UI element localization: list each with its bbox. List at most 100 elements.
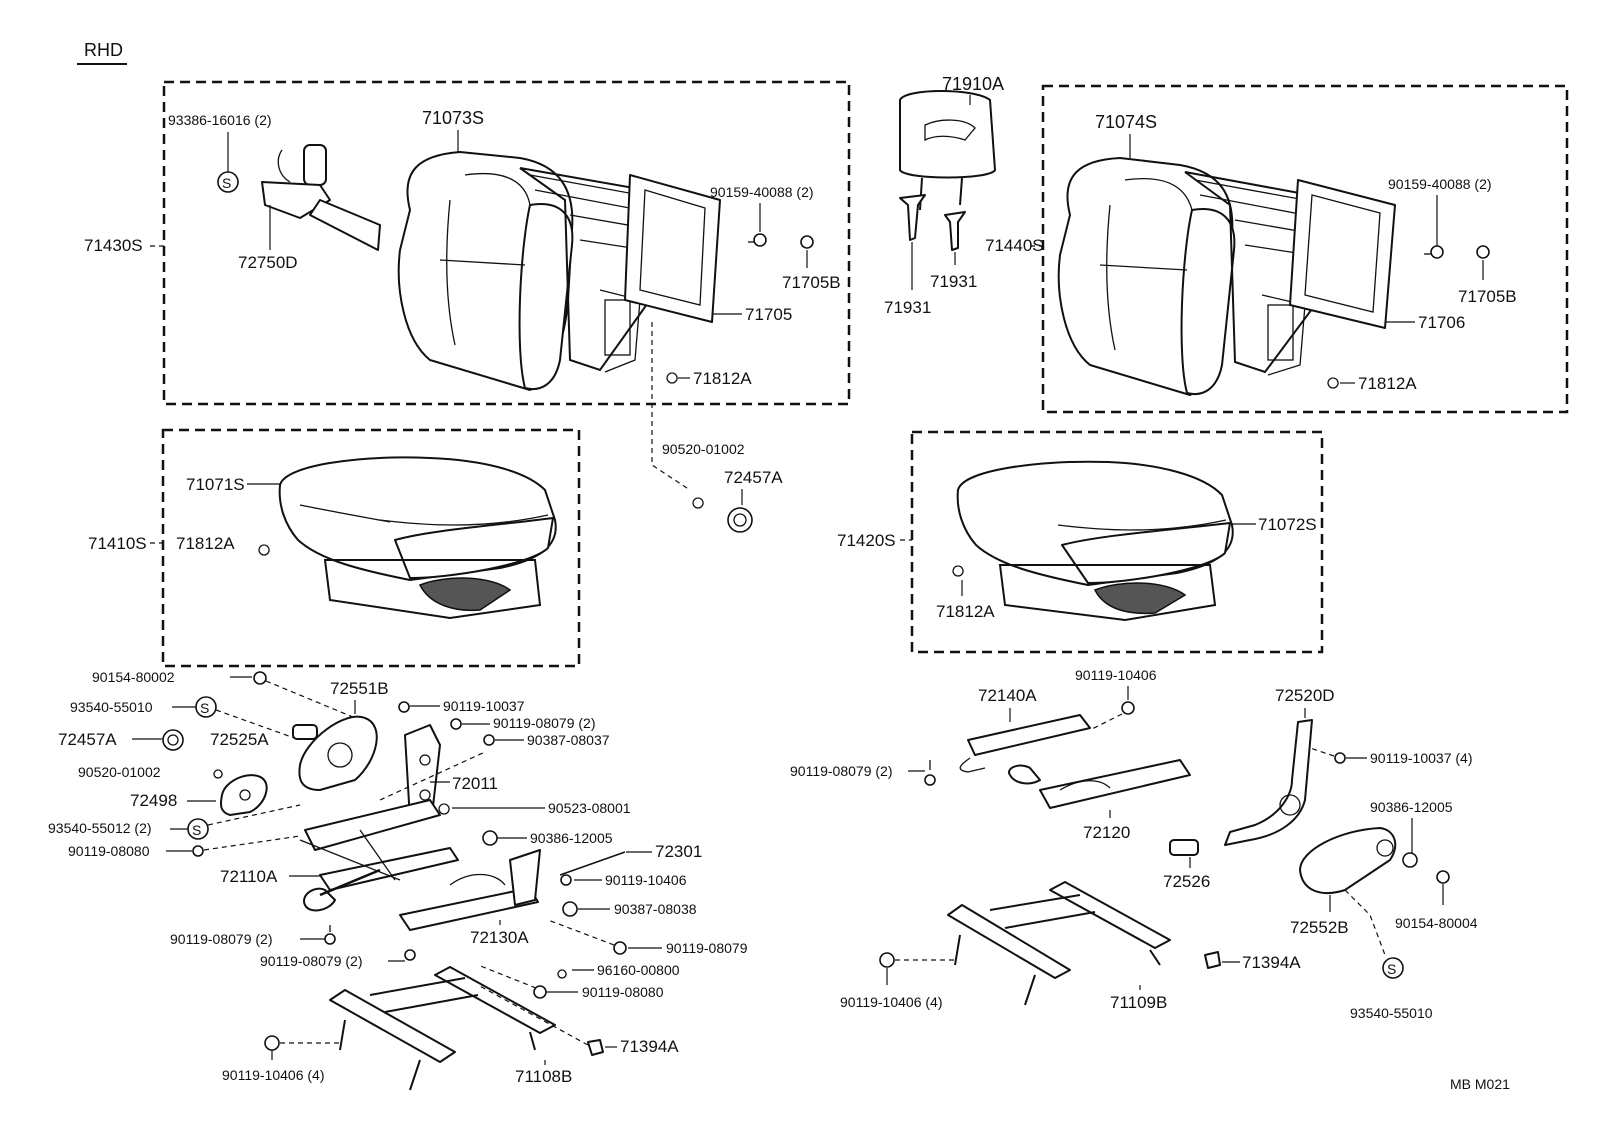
label-71071s: 71071S <box>186 475 245 494</box>
label-93386-16016: 93386-16016 (2) <box>168 112 272 128</box>
seat-track-72120 <box>1008 759 1191 809</box>
hog-ring-71812a-left <box>666 372 678 384</box>
nut-90154-80002 <box>253 671 267 685</box>
label-71910a: 71910A <box>942 74 1004 94</box>
label-90159-40088-left: 90159-40088 (2) <box>710 184 814 200</box>
label-72301: 72301 <box>655 842 702 861</box>
cover-72498 <box>220 774 268 816</box>
label-90523-08001: 90523-08001 <box>548 800 631 816</box>
label-71394a-right: 71394A <box>1242 953 1301 972</box>
headrest-71910a <box>899 90 996 211</box>
bolt-90119-10406-left <box>264 1035 280 1051</box>
knob-72457a-top <box>727 507 753 533</box>
s-symbol-1 <box>217 171 239 193</box>
hog-ring-71812a-cushion-left <box>258 544 270 556</box>
label-96160-00800: 96160-00800 <box>597 962 680 978</box>
s-symbol-3 <box>187 818 209 840</box>
recliner-cover-72552b <box>1299 827 1397 895</box>
label-90154-80004: 90154-80004 <box>1395 915 1478 931</box>
label-90154-80002: 90154-80002 <box>92 669 175 685</box>
group-box-seatback-left <box>162 80 851 406</box>
nut-90154-80004 <box>1436 870 1450 884</box>
hog-ring-71812a-right <box>1327 377 1339 389</box>
clip-71705b-right <box>1476 245 1490 259</box>
bolt-90119-10406-right <box>879 952 895 968</box>
label-90119-10406-left: 90119-10406 <box>605 872 687 888</box>
label-71705: 71705 <box>745 305 792 324</box>
bolt-90119-10406-right-top <box>1121 701 1135 715</box>
label-71420s: 71420S <box>837 531 896 550</box>
label-90520-01002-left: 90520-01002 <box>78 764 161 780</box>
label-71109b: 71109B <box>1110 993 1167 1012</box>
label-72551b: 72551B <box>330 679 389 698</box>
label-72750d: 72750D <box>238 253 298 272</box>
label-90386-12005-right: 90386-12005 <box>1370 799 1453 815</box>
s-symbol-2-letter: S <box>200 700 209 716</box>
seat-track-72130a <box>399 849 626 931</box>
label-72498: 72498 <box>130 791 177 810</box>
label-71440s: 71440S <box>985 236 1044 255</box>
label-72526: 72526 <box>1163 872 1210 891</box>
knob-72457a-left <box>162 729 184 751</box>
group-box-cushion-left <box>161 428 581 668</box>
label-90119-08079-left-a: 90119-08079 (2) <box>493 715 595 731</box>
bolt-90159-left <box>748 233 767 247</box>
headrest-support-71931-b <box>944 211 966 251</box>
seat-cushion-71071s <box>278 456 557 620</box>
label-90119-08079-left-c: 90119-08079 (2) <box>260 953 362 969</box>
nut-90386-12005-right <box>1402 852 1418 868</box>
label-72120: 72120 <box>1083 823 1130 842</box>
seatback-board-71705 <box>624 174 721 323</box>
label-93540-55010-left: 93540-55010 <box>70 699 153 715</box>
recliner-cover-72551b <box>298 715 378 791</box>
label-71108b: 71108B <box>515 1067 572 1086</box>
label-90520-01002-top: 90520-01002 <box>662 441 745 457</box>
label-71931-a: 71931 <box>884 298 931 317</box>
label-90387-08037: 90387-08037 <box>527 732 610 748</box>
seatback-cover-71074s <box>1057 157 1236 396</box>
label-90119-10037-left: 90119-10037 <box>443 698 525 714</box>
label-72457a-left: 72457A <box>58 730 117 749</box>
lever-knob-72525a <box>292 724 318 740</box>
label-90119-10037-right: 90119-10037 (4) <box>1370 750 1472 766</box>
label-71072s: 71072S <box>1258 515 1317 534</box>
label-72552b: 72552B <box>1290 918 1349 937</box>
label-71812a-right-cushion: 71812A <box>936 602 995 621</box>
group-box-seatback-right <box>1041 84 1569 414</box>
label-90119-10406-right-top: 90119-10406 <box>1075 667 1157 683</box>
headrest-support-71931-a <box>899 194 926 241</box>
label-72457a-top: 72457A <box>724 468 783 487</box>
label-71410s: 71410S <box>88 534 147 553</box>
header-rhd: RHD <box>84 40 123 60</box>
cover-71394a-right <box>1204 951 1221 969</box>
recliner-72520d <box>1224 719 1313 846</box>
label-90119-08079-left-b: 90119-08079 (2) <box>170 931 272 947</box>
label-72011: 72011 <box>452 774 498 793</box>
label-72130a: 72130A <box>470 928 529 947</box>
label-93540-55012: 93540-55012 (2) <box>48 820 152 836</box>
seat-track-72110a <box>299 799 459 912</box>
label-90119-08080-left: 90119-08080 <box>68 843 150 859</box>
seatback-cover-71073s <box>397 151 574 391</box>
label-71706: 71706 <box>1418 313 1465 332</box>
recliner-motor-72750d <box>261 144 381 251</box>
label-90159-40088-right: 90159-40088 (2) <box>1388 176 1492 192</box>
clip-90520-top <box>692 497 704 509</box>
label-71931-b: 71931 <box>930 272 977 291</box>
clip-71705b-left <box>800 235 814 249</box>
seat-track-72140a <box>959 714 1091 773</box>
footer-code: MB M021 <box>1450 1076 1510 1092</box>
label-90119-08079-right-b: 90119-08079 (2) <box>790 763 892 779</box>
bolt-90159-right <box>1424 245 1444 259</box>
group-box-cushion-right <box>910 430 1324 654</box>
label-72110a: 72110A <box>220 867 278 886</box>
seat-cushion-71072s <box>956 460 1234 622</box>
s-symbol-4-letter: S <box>1387 961 1396 977</box>
seatback-board-71706 <box>1289 179 1396 329</box>
label-72140a: 72140A <box>978 686 1037 705</box>
label-90119-08079-right-a: 90119-08079 <box>666 940 748 956</box>
label-93540-55010-right: 93540-55010 <box>1350 1005 1433 1021</box>
seat-frame-71108b <box>329 966 556 1091</box>
